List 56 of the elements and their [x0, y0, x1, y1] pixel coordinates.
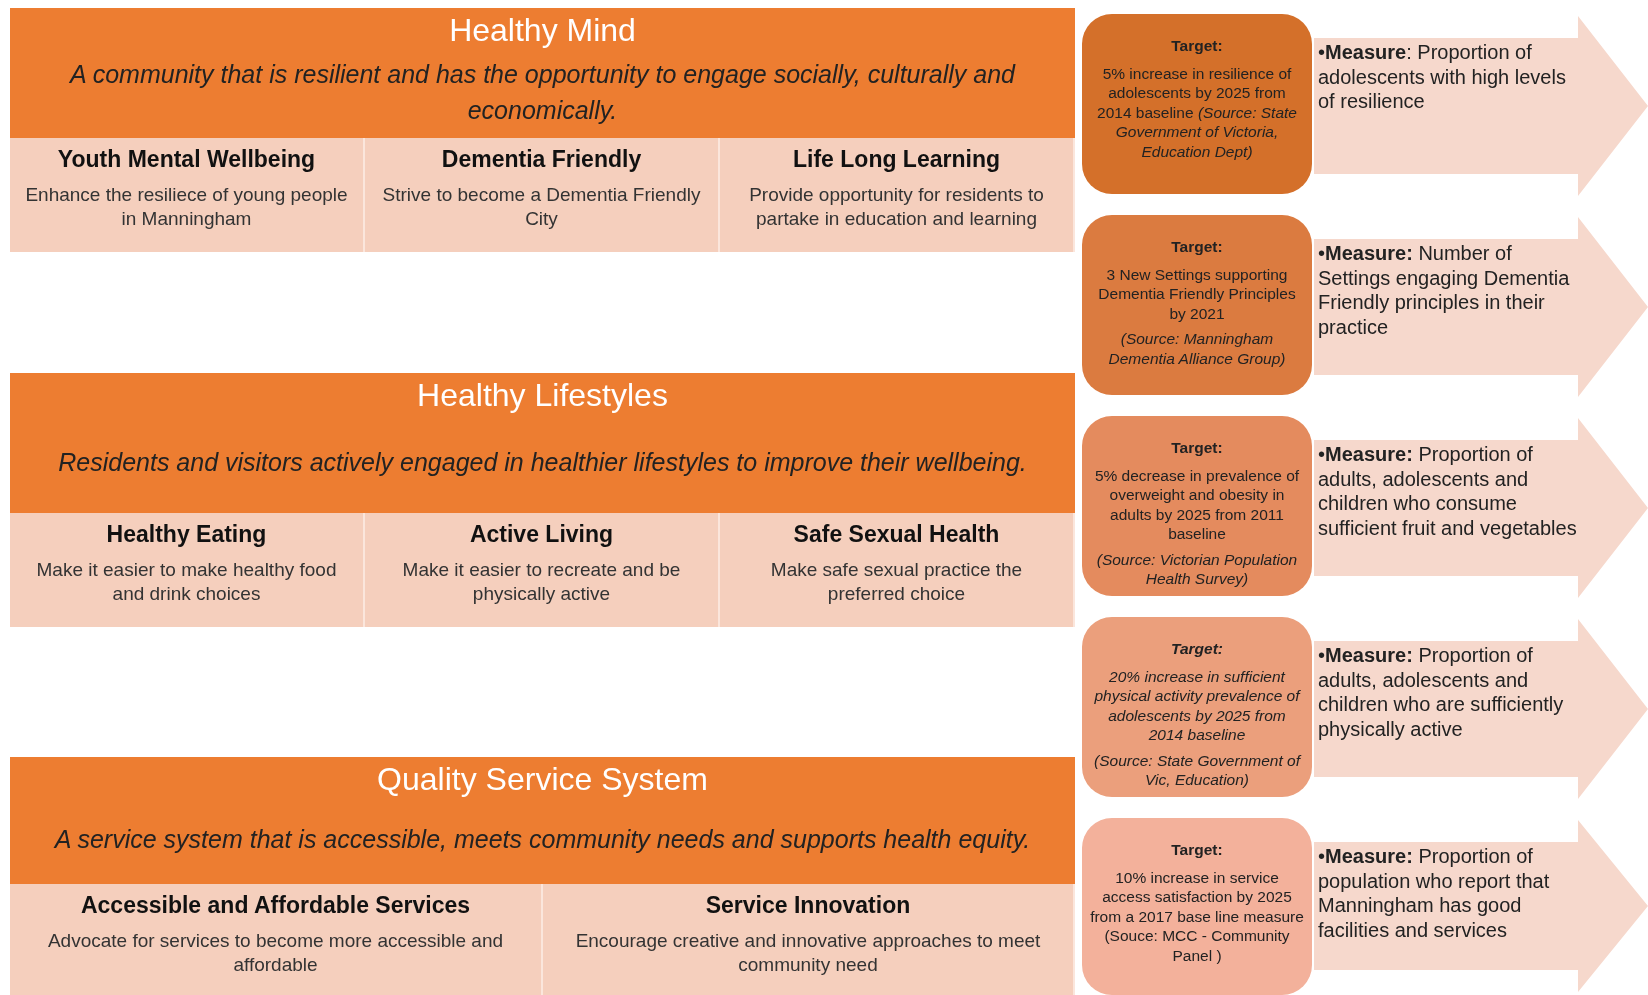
priority-description: Advocate for services to become more accessible and affordable [46, 929, 505, 977]
source-note: (Source: Victorian Population Health Survey) [1095, 549, 1299, 589]
section-title: Healthy Mind [449, 12, 636, 49]
section-banner [10, 8, 1075, 138]
priority-panel [720, 513, 1075, 627]
target-text: 20% increase in sufficient physical activity prevalence of adolescents by 2025 from 2014 baseline [1093, 666, 1302, 745]
priority-heading: Youth Mental Wellbeing [56, 146, 317, 173]
priority-panel [365, 138, 720, 252]
target-heading: Target: [1171, 36, 1223, 56]
priority-panel [720, 138, 1075, 252]
target-heading: Target: [1171, 840, 1223, 860]
section-banner [10, 373, 1075, 513]
priority-description: Encourage creative and innovative approaches to meet community need [574, 929, 1042, 977]
section-vision-statement: A service system that is accessible, meets community needs and supports health equity. [54, 824, 1031, 855]
section-title: Healthy Lifestyles [417, 377, 668, 414]
priority-panel [10, 884, 543, 995]
priority-description: Enhance the resiliece of young people in Manningham [24, 183, 349, 231]
priority-heading: Safe Sexual Health [792, 521, 1001, 548]
target-text: 3 New Settings supporting Dementia Friendly Principles by 2021 [1097, 264, 1297, 323]
target-box [1082, 617, 1312, 797]
target-box [1082, 818, 1312, 995]
priority-description: Make safe sexual practice the preferred choice [769, 558, 1024, 606]
target-text: 5% increase in resilience of adolescents by 2025 from 2014 baseline (Source: State Government of Victoria, Education Dept) [1096, 63, 1298, 161]
priority-heading: Active Living [468, 521, 615, 548]
priority-heading: Service Innovation [704, 892, 912, 919]
measure-text: •Measure: Proportion of adolescents with high levels of resilience [1318, 40, 1567, 114]
priority-panel [10, 138, 365, 252]
priority-heading: Dementia Friendly [440, 146, 643, 173]
priority-panel [365, 513, 720, 627]
priority-panel [543, 884, 1075, 995]
priority-description: Provide opportunity for residents to partake in education and learning [748, 183, 1045, 231]
measure-text: •Measure: Number of Settings engaging Dementia Friendly principles in their practice [1318, 241, 1571, 339]
source-note: (Source: Manningham Dementia Alliance Group) [1107, 329, 1287, 368]
priority-panel [10, 513, 365, 627]
priority-heading: Life Long Learning [792, 146, 1001, 173]
measure-text: •Measure: Proportion of adults, adolescents and children who consume sufficient fruit and vegetables [1318, 442, 1578, 540]
target-heading: Target: [1171, 438, 1223, 458]
priority-description: Strive to become a Dementia Friendly City [381, 183, 702, 231]
priority-heading: Healthy Eating [105, 521, 268, 548]
priority-heading: Accessible and Affordable Services [79, 892, 471, 919]
section-title: Quality Service System [377, 761, 708, 798]
target-text: 5% decrease in prevalence of overweight and obesity in adults by 2025 from 2011 baseline [1093, 465, 1301, 544]
source-note: (Source: State Government of Vic, Education) [1093, 750, 1303, 790]
priority-description: Make it easier to recreate and be physically active [401, 558, 682, 606]
target-box [1082, 416, 1312, 596]
target-heading: Target: [1171, 237, 1223, 257]
section-banner [10, 757, 1075, 884]
section-vision-statement: A community that is resilient and has the opportunity to engage socially, culturally and economically. [68, 58, 1017, 126]
measure-text: •Measure: Proportion of adults, adolescents and children who are sufficiently physically active [1318, 643, 1565, 741]
target-heading: Target: [1171, 639, 1223, 659]
target-box [1082, 14, 1312, 194]
section-vision-statement: Residents and visitors actively engaged in healthier lifestyles to improve their wellbeing. [58, 446, 1027, 478]
measure-text: •Measure: Proportion of population who report that Manningham has good facilities and services [1318, 844, 1551, 942]
priority-description: Make it easier to make healthy food and drink choices [35, 558, 338, 606]
target-text: 10% increase in service access satisfaction by 2025 from a 2017 base line measure (Souce: MCC - Community Panel ) [1090, 867, 1304, 965]
target-box [1082, 215, 1312, 395]
